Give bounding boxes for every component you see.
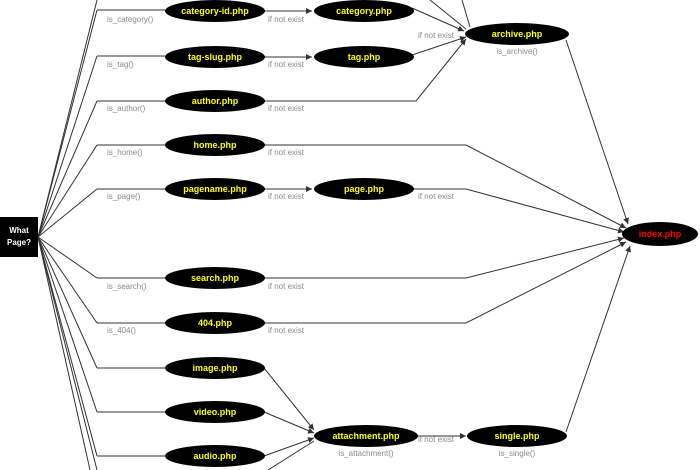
node-archive	[465, 23, 569, 45]
node-page	[314, 178, 414, 200]
node-label: image.php	[192, 363, 238, 373]
node-label: 404.php	[198, 318, 233, 328]
edge	[264, 236, 625, 279]
fallback-label: if not exist	[268, 282, 305, 291]
edge	[263, 411, 315, 434]
condition-label: is_page()	[107, 192, 141, 201]
edge	[37, 100, 98, 238]
edge	[37, 236, 98, 470]
node-label: search.php	[191, 273, 240, 283]
node-category	[314, 0, 414, 22]
node-category-id	[165, 0, 265, 22]
start-label-line1: What	[9, 226, 29, 235]
node-label: index.php	[639, 229, 682, 239]
edge	[411, 7, 465, 32]
edge	[37, 236, 98, 324]
node-label: archive.php	[492, 29, 543, 39]
condition-label: is_single()	[499, 449, 536, 458]
edge	[264, 241, 627, 324]
node-label: page.php	[344, 184, 385, 194]
node-label: author.php	[192, 96, 239, 106]
fallback-label: if not exist	[418, 435, 455, 444]
edge	[263, 437, 315, 457]
node-audio	[165, 445, 265, 467]
node-home	[165, 134, 265, 156]
edge	[37, 236, 98, 457]
condition-label: is_category()	[107, 15, 154, 24]
start-box	[0, 217, 38, 257]
edge	[37, 236, 98, 279]
condition-label: is_archive()	[496, 47, 538, 56]
edge	[264, 144, 627, 229]
condition-label: is_404()	[107, 326, 136, 335]
edge	[429, 0, 467, 30]
fallback-label: if not exist	[268, 15, 305, 24]
node-label: tag.php	[348, 52, 381, 62]
fallback-label: if not exist	[268, 326, 305, 335]
node-pagename	[165, 178, 265, 200]
node-label: single.php	[495, 431, 541, 441]
condition-label: is_search()	[107, 282, 147, 291]
node-label: category-id.php	[181, 6, 249, 16]
node-label: audio.php	[194, 451, 237, 461]
node-label: tag-slug.php	[188, 52, 242, 62]
edge	[267, 440, 315, 470]
edge	[37, 9, 98, 238]
fallback-label: if not exist	[418, 192, 455, 201]
condition-label: is_tag()	[107, 60, 134, 69]
node-tag-slug	[165, 46, 265, 68]
condition-label: is_author()	[107, 104, 146, 113]
node-label: home.php	[194, 140, 237, 150]
edge	[264, 38, 467, 102]
node-label: pagename.php	[183, 184, 247, 194]
node-image	[165, 357, 265, 379]
edge	[37, 144, 98, 238]
condition-label: is_attachment()	[338, 449, 393, 458]
fallback-labels: if not exist if not exist if not exist i…	[268, 15, 455, 444]
fallback-label: if not exist	[268, 192, 305, 201]
fallback-label: if not exist	[268, 104, 305, 113]
edge	[37, 236, 98, 369]
edge	[565, 245, 631, 433]
start-label-line2: Page?	[7, 238, 31, 247]
edge	[37, 236, 98, 413]
node-search	[165, 267, 265, 289]
node-label: attachment.php	[332, 431, 400, 441]
edge	[37, 188, 98, 238]
fallback-label: if not exist	[268, 60, 305, 69]
edge	[37, 55, 98, 238]
node-index	[622, 222, 698, 246]
node-author	[165, 90, 265, 112]
condition-label: is_home()	[107, 148, 143, 157]
nodes: category-id.php category.php tag-slug.ph…	[165, 0, 698, 467]
node-404	[165, 312, 265, 334]
edge	[565, 39, 629, 225]
node-single	[467, 425, 567, 447]
node-label: video.php	[194, 407, 237, 417]
node-video	[165, 401, 265, 423]
fallback-label: if not exist	[268, 148, 305, 157]
edge	[263, 367, 315, 431]
node-attachment	[314, 425, 418, 447]
edge	[414, 188, 625, 234]
edge	[411, 36, 467, 56]
edge	[37, 236, 91, 470]
edges	[37, 0, 631, 470]
node-tag	[314, 46, 414, 68]
condition-labels: is_category() is_tag() is_author() is_ho…	[107, 15, 538, 458]
node-label: category.php	[336, 6, 392, 16]
edge	[461, 0, 471, 28]
fallback-label: if not exist	[418, 31, 455, 40]
